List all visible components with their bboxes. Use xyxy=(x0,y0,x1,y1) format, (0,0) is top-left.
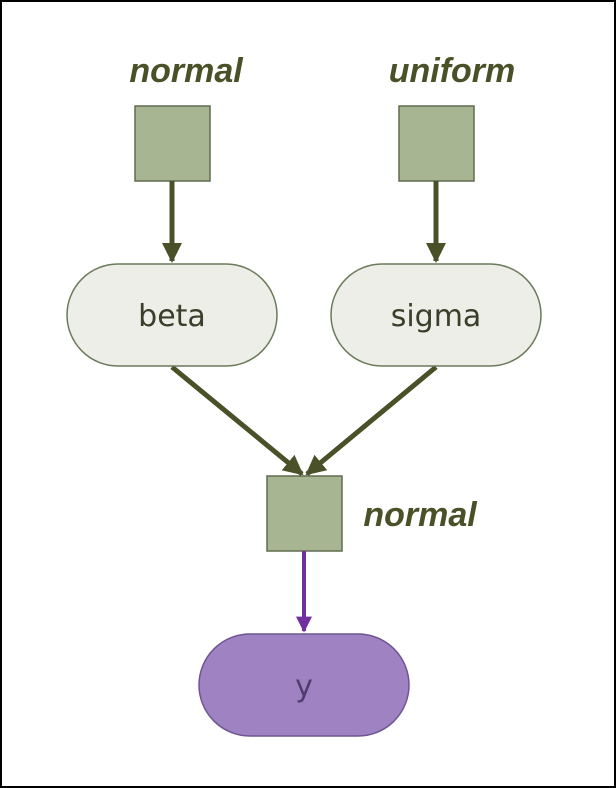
sigma-prior-label: uniform xyxy=(389,52,516,90)
sigma-prior-factor xyxy=(398,105,475,182)
beta-node-label: beta xyxy=(138,299,206,334)
y-node-label: y xyxy=(295,669,313,704)
beta-prior-factor xyxy=(134,105,211,182)
likelihood-label: normal xyxy=(363,496,478,534)
beta-prior-label: normal xyxy=(129,52,244,90)
edge-beta-to-likelihood xyxy=(170,365,304,476)
edge-sigma-to-likelihood xyxy=(305,365,438,476)
likelihood-factor xyxy=(266,475,343,552)
beta-node xyxy=(66,263,278,367)
sigma-node xyxy=(330,263,542,367)
y-node xyxy=(198,633,410,737)
sigma-node-label: sigma xyxy=(391,299,482,334)
